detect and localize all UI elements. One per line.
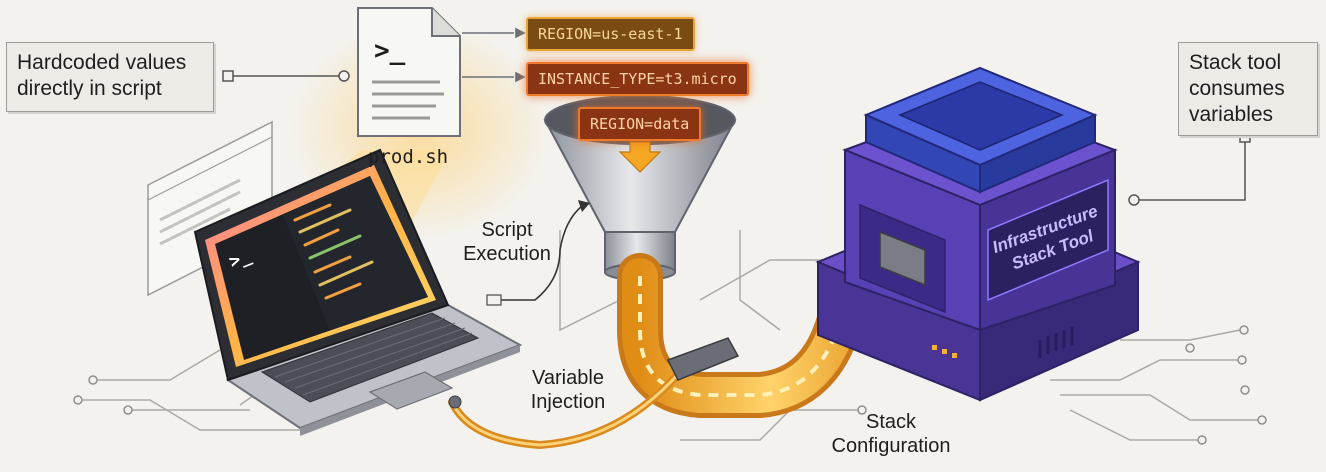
file-arrows [462, 27, 526, 83]
stack-tool-icon [815, 66, 1141, 402]
label-line: Variable [532, 367, 604, 389]
cable-connector [448, 337, 740, 409]
hardcoded-values-callout: Hardcoded values directly in script [6, 42, 214, 112]
callout-line: Stack tool [1189, 51, 1282, 74]
script-execution-label: Script Execution [452, 218, 562, 266]
label-line: Execution [463, 243, 551, 265]
env-var-instance-type: INSTANCE_TYPE=t3.micro [526, 62, 749, 96]
callout-line: variables [1189, 103, 1274, 126]
file-name-label: prod.sh [368, 146, 449, 168]
file-prompt-glyph: >_ [374, 36, 406, 66]
callout-connectors [230, 75, 1246, 201]
label-line: Configuration [831, 435, 951, 457]
stack-configuration-label: Stack Configuration [818, 410, 964, 458]
script-execution-arrow [500, 205, 583, 301]
label-line: Stack [865, 411, 917, 433]
consumes-variables-callout: Stack tool consumes variables [1178, 42, 1318, 136]
callout-line: consumes [1189, 77, 1285, 100]
callout-line: Hardcoded values [17, 51, 187, 74]
label-line: Injection [530, 391, 606, 413]
env-var-region: REGION=us-east-1 [526, 17, 695, 51]
file-icon [357, 7, 461, 137]
background-window [147, 120, 273, 297]
laptop-icon: >_ [193, 148, 523, 436]
label-line: Script [481, 219, 533, 241]
callout-line: directly in script [17, 77, 162, 100]
variable-injection-label: Variable Injection [518, 366, 618, 414]
circuit-nodes [73, 325, 1267, 445]
env-var-region-data: REGION=data [578, 107, 702, 141]
